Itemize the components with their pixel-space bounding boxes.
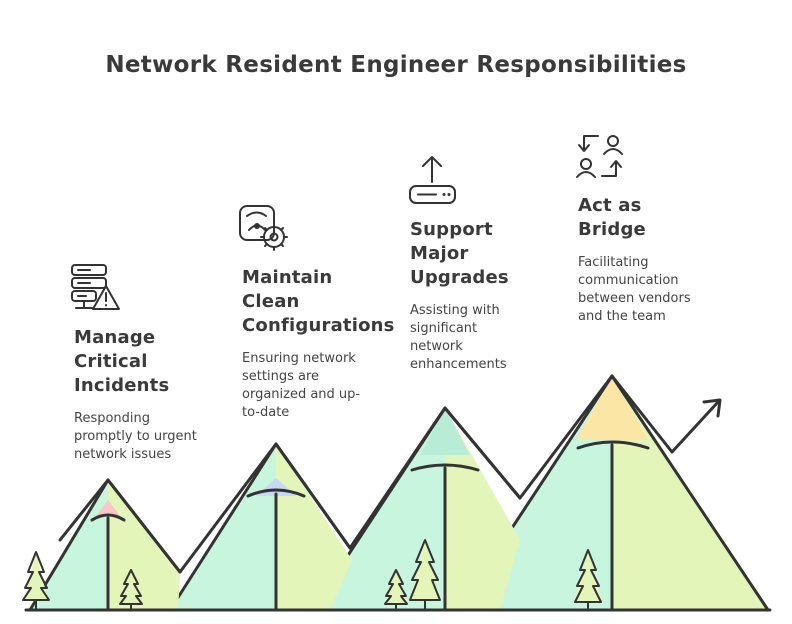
progress-arrow-head [702,398,722,418]
diagram-title: Network Resident Engineer Responsibiliti… [105,52,687,78]
step-act-as-bridge: Act as Bridge Facilitating communication… [578,194,748,326]
tree-4 [409,539,441,611]
user-exchange-icon [576,135,623,178]
step-description: Facilitating communication between vendo… [578,255,691,324]
step-description: Ensuring network settings are organized … [242,351,361,420]
step-description: Assisting with significant network enhan… [410,303,507,372]
config-gear-icon [239,205,288,251]
progress-line [58,374,720,574]
step-title: Manage Critical Incidents [74,327,170,396]
tree-1 [22,551,50,611]
mountain-2 [168,442,352,612]
peak-1-snow [96,500,120,516]
upload-router-icon [409,156,456,204]
server-warning-icon [71,264,120,310]
peak-4-snow [576,376,648,440]
tree-2 [119,569,143,611]
step-title: Support Major Upgrades [410,219,509,288]
step-title: Maintain Clean Configurations [242,267,395,336]
mountain-4 [456,374,770,612]
step-title: Act as Bridge [578,195,646,240]
step-maintain-clean-configurations: Maintain Clean Configurations Ensuring n… [242,266,412,422]
step-manage-critical-incidents: Manage Critical Incidents Responding pro… [74,326,234,464]
step-support-major-upgrades: Support Major Upgrades Assisting with si… [410,218,570,374]
tree-3 [384,569,408,611]
peak-3-snow [420,408,470,455]
tree-5 [574,549,602,611]
step-description: Responding promptly to urgent network is… [74,411,197,462]
